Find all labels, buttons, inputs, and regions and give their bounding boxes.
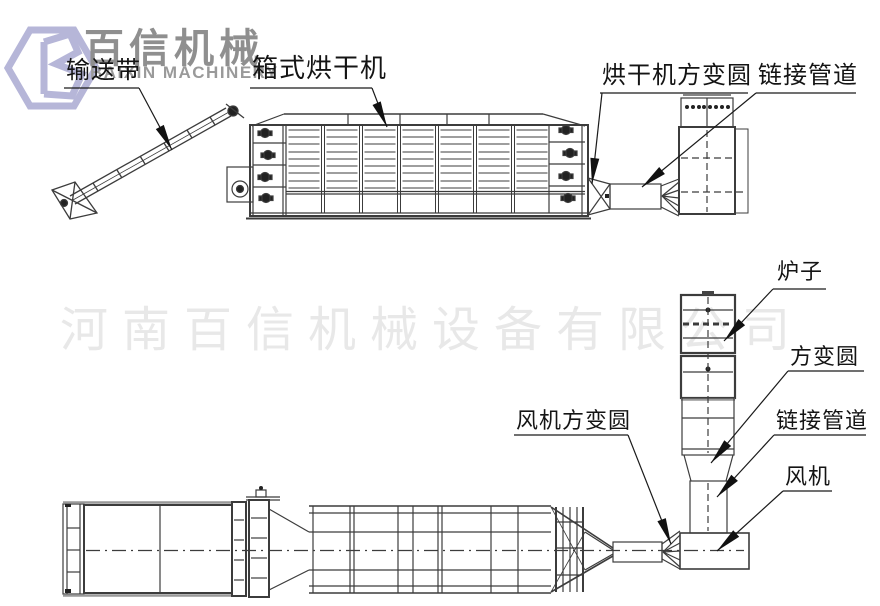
conveyor-label: 输送带 — [66, 57, 141, 84]
brand-name-en: BAIXIN MACHINERY — [90, 63, 279, 82]
fan-label: 风机 — [785, 464, 832, 489]
dryer-transition-label: 烘干机方变圆 — [602, 62, 752, 89]
furnace-label: 炉子 — [777, 259, 824, 284]
fan-transition-label: 风机方变圆 — [516, 408, 632, 433]
brand-name-cn: 百信机械 — [84, 27, 264, 71]
box-dryer-drawing — [226, 113, 591, 220]
fan-assembly-drawing — [661, 530, 750, 570]
brand-logo-icon — [4, 26, 101, 110]
company-watermark: 河南百信机械设备有限公司 — [60, 304, 805, 357]
connect-pipe-bottom-label: 链接管道 — [776, 408, 869, 433]
leader-lines — [64, 87, 866, 552]
square-to-round-label: 方变圆 — [790, 344, 860, 369]
dryer-outlet-duct-drawing — [587, 94, 749, 217]
bottom-duct-drawing — [62, 486, 744, 598]
connect-pipe-top-label: 链接管道 — [758, 62, 858, 89]
furnace-tower-drawing — [679, 291, 737, 534]
conveyor-belt-drawing — [51, 103, 245, 220]
dryer-label: 箱式烘干机 — [252, 53, 388, 83]
